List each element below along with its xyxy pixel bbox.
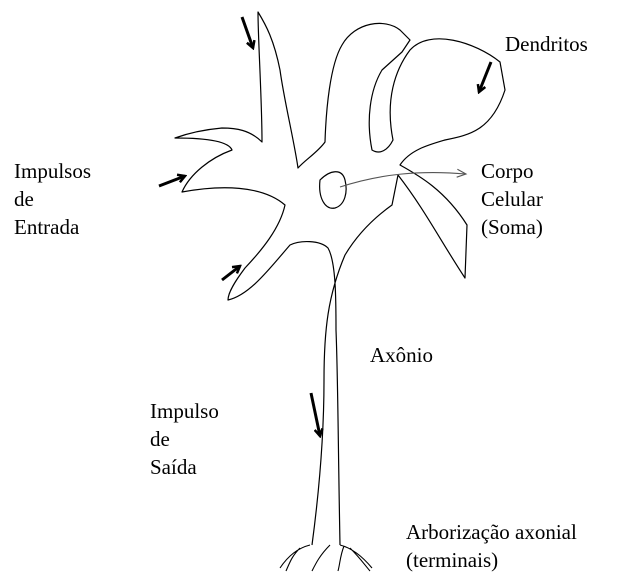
soma-pointer [340,173,466,187]
input-arrow-2 [479,62,491,92]
input-arrow-3 [159,176,185,186]
input-arrow-1 [242,17,253,48]
label-dendritos: Dendritos [505,30,588,58]
output-arrow [311,393,320,436]
label-arborizacao: Arborização axonial (terminais) [406,518,577,574]
label-axonio: Axônio [370,341,433,369]
label-corpo-celular: Corpo Celular (Soma) [481,157,543,241]
axon-terminals [280,545,372,571]
label-impulso-saida: Impulso de Saída [150,397,219,481]
label-impulsos-entrada: Impulsos de Entrada [14,157,91,241]
nucleus [320,172,346,208]
